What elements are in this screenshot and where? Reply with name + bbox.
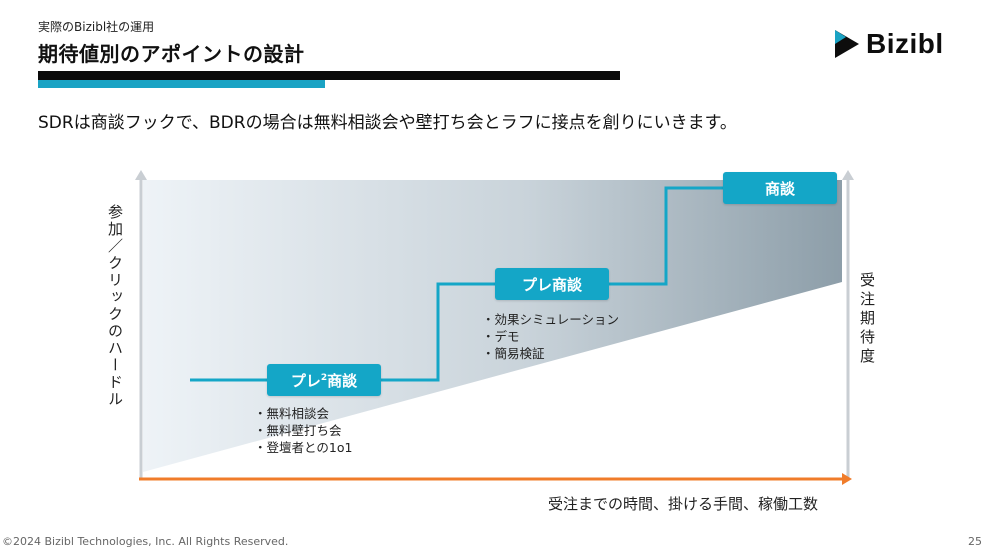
- slide-title: 期待値別のアポイントの設計: [38, 42, 305, 66]
- list-item: 簡易検証: [482, 345, 619, 362]
- list-item: 効果シミュレーション: [482, 311, 620, 328]
- stage-pre-bullets: 効果シミュレーション デモ 簡易検証: [482, 311, 620, 362]
- title-underline-teal: [38, 80, 325, 88]
- left-axis-arrow: [135, 170, 147, 180]
- right-axis-label: 受注期待度: [858, 272, 876, 367]
- title-underline-black: [38, 71, 620, 80]
- stage-meeting: 商談: [723, 172, 837, 204]
- lead-text: SDRは商談フックで、BDRの場合は無料相談会や壁打ち会とラフに接点を創りにいき…: [38, 113, 737, 133]
- list-item: デモ: [482, 328, 619, 345]
- stage-pre2-label-tail: 商談: [327, 371, 358, 390]
- list-item: 無料壁打ち会: [254, 422, 352, 439]
- logo-text: Bizibl: [866, 28, 944, 59]
- footer-copyright: ©2024 Bizibl Technologies, Inc. All Righ…: [2, 535, 289, 548]
- bizibl-logo: Bizibl: [832, 26, 944, 62]
- left-axis-label: 参加／クリックのハードル: [106, 204, 124, 408]
- bizibl-logo-icon: [835, 30, 859, 58]
- right-axis-arrow: [842, 170, 854, 180]
- list-item: 登壇者との1o1: [254, 439, 353, 456]
- stage-pre2-bullets: 無料相談会 無料壁打ち会 登壇者との1o1: [254, 405, 353, 456]
- slide-subtitle: 実際のBizibl社の運用: [38, 20, 155, 34]
- bottom-axis-label: 受注までの時間、掛ける手間、稼働工数: [548, 495, 819, 513]
- list-item: 無料相談会: [254, 405, 352, 422]
- page-number: 25: [968, 535, 982, 548]
- stage-pre2-label-sup: 2: [320, 373, 328, 383]
- stage-pre2-label-main: プレ: [290, 371, 321, 390]
- stage-pre-meeting: プレ商談: [495, 268, 609, 300]
- bottom-axis-arrow: [842, 473, 852, 485]
